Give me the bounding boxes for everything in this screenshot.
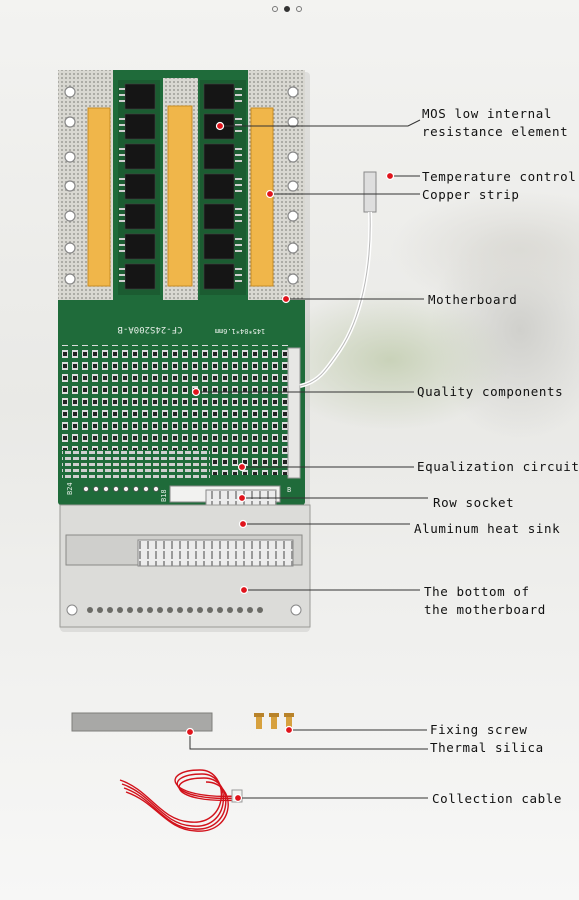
marker-copper xyxy=(265,189,275,199)
equalization-circuit-area xyxy=(210,345,290,475)
silk-b24: B24 xyxy=(66,482,74,495)
marker-row-socket xyxy=(237,493,247,503)
bottom-socket xyxy=(137,539,294,567)
leader-mos xyxy=(220,119,421,127)
marker-motherboard xyxy=(281,294,291,304)
silk-b: B xyxy=(287,486,291,494)
marker-cable xyxy=(233,793,243,803)
callout-markers xyxy=(185,121,395,803)
temperature-probe xyxy=(363,171,377,213)
carousel-indicator xyxy=(272,6,302,12)
carousel-dot[interactable] xyxy=(296,6,302,12)
callout-lines xyxy=(189,119,428,799)
label-quality-components: Quality components xyxy=(417,384,564,399)
mounting-holes xyxy=(64,86,299,285)
resistor-array xyxy=(62,450,210,480)
label-row-socket: Row socket xyxy=(433,495,515,510)
label-collection-cable: Collection cable xyxy=(432,791,563,806)
carousel-dot[interactable] xyxy=(272,6,278,12)
marker-heat-sink xyxy=(238,519,248,529)
marker-screw xyxy=(284,725,294,735)
mos-elements-left xyxy=(118,80,160,295)
silk-b18: B18 xyxy=(160,489,168,502)
label-mos-line2: resistance element xyxy=(422,124,569,139)
pcb-pads xyxy=(83,486,159,492)
marker-mos xyxy=(215,121,225,131)
label-motherboard: Motherboard xyxy=(428,292,518,307)
quality-components-area xyxy=(62,345,212,450)
carousel-dot-active[interactable] xyxy=(284,6,290,12)
marker-equalization xyxy=(237,462,247,472)
marker-bottom xyxy=(239,585,249,595)
label-equalization-circuit: Equalization circuit xyxy=(417,459,579,474)
label-aluminum-heat-sink: Aluminum heat sink xyxy=(414,521,561,536)
copper-strip-left xyxy=(87,107,111,287)
label-bottom-line1: The bottom of xyxy=(424,584,530,599)
heat-sink-holes xyxy=(66,604,302,616)
label-mos: MOS low internal xyxy=(422,106,553,121)
collection-cable xyxy=(119,769,239,832)
marker-temp xyxy=(385,171,395,181)
leader-silica xyxy=(189,732,428,750)
marker-quality xyxy=(191,387,201,397)
copper-strip-right xyxy=(250,107,274,287)
silk-size: 145*84*1.6mm xyxy=(215,327,266,335)
label-copper-strip: Copper strip xyxy=(422,187,520,202)
label-bottom-line2: the motherboard xyxy=(424,602,546,617)
marker-silica xyxy=(185,727,195,737)
copper-strip-center xyxy=(167,105,193,287)
silk-model: CF-24S200A-B xyxy=(117,324,182,334)
label-temperature-control: Temperature control xyxy=(422,169,577,184)
silkscreen: CF-24S200A-B 145*84*1.6mm B24 B18 B xyxy=(66,324,291,502)
side-connector xyxy=(287,347,301,479)
label-thermal-silica: Thermal silica xyxy=(430,740,544,755)
label-fixing-screw: Fixing screw xyxy=(430,722,528,737)
fixing-screws xyxy=(254,713,294,729)
thermal-silica-pad xyxy=(71,712,213,732)
mos-elements-right xyxy=(200,80,246,295)
bottom-pads xyxy=(87,607,263,613)
